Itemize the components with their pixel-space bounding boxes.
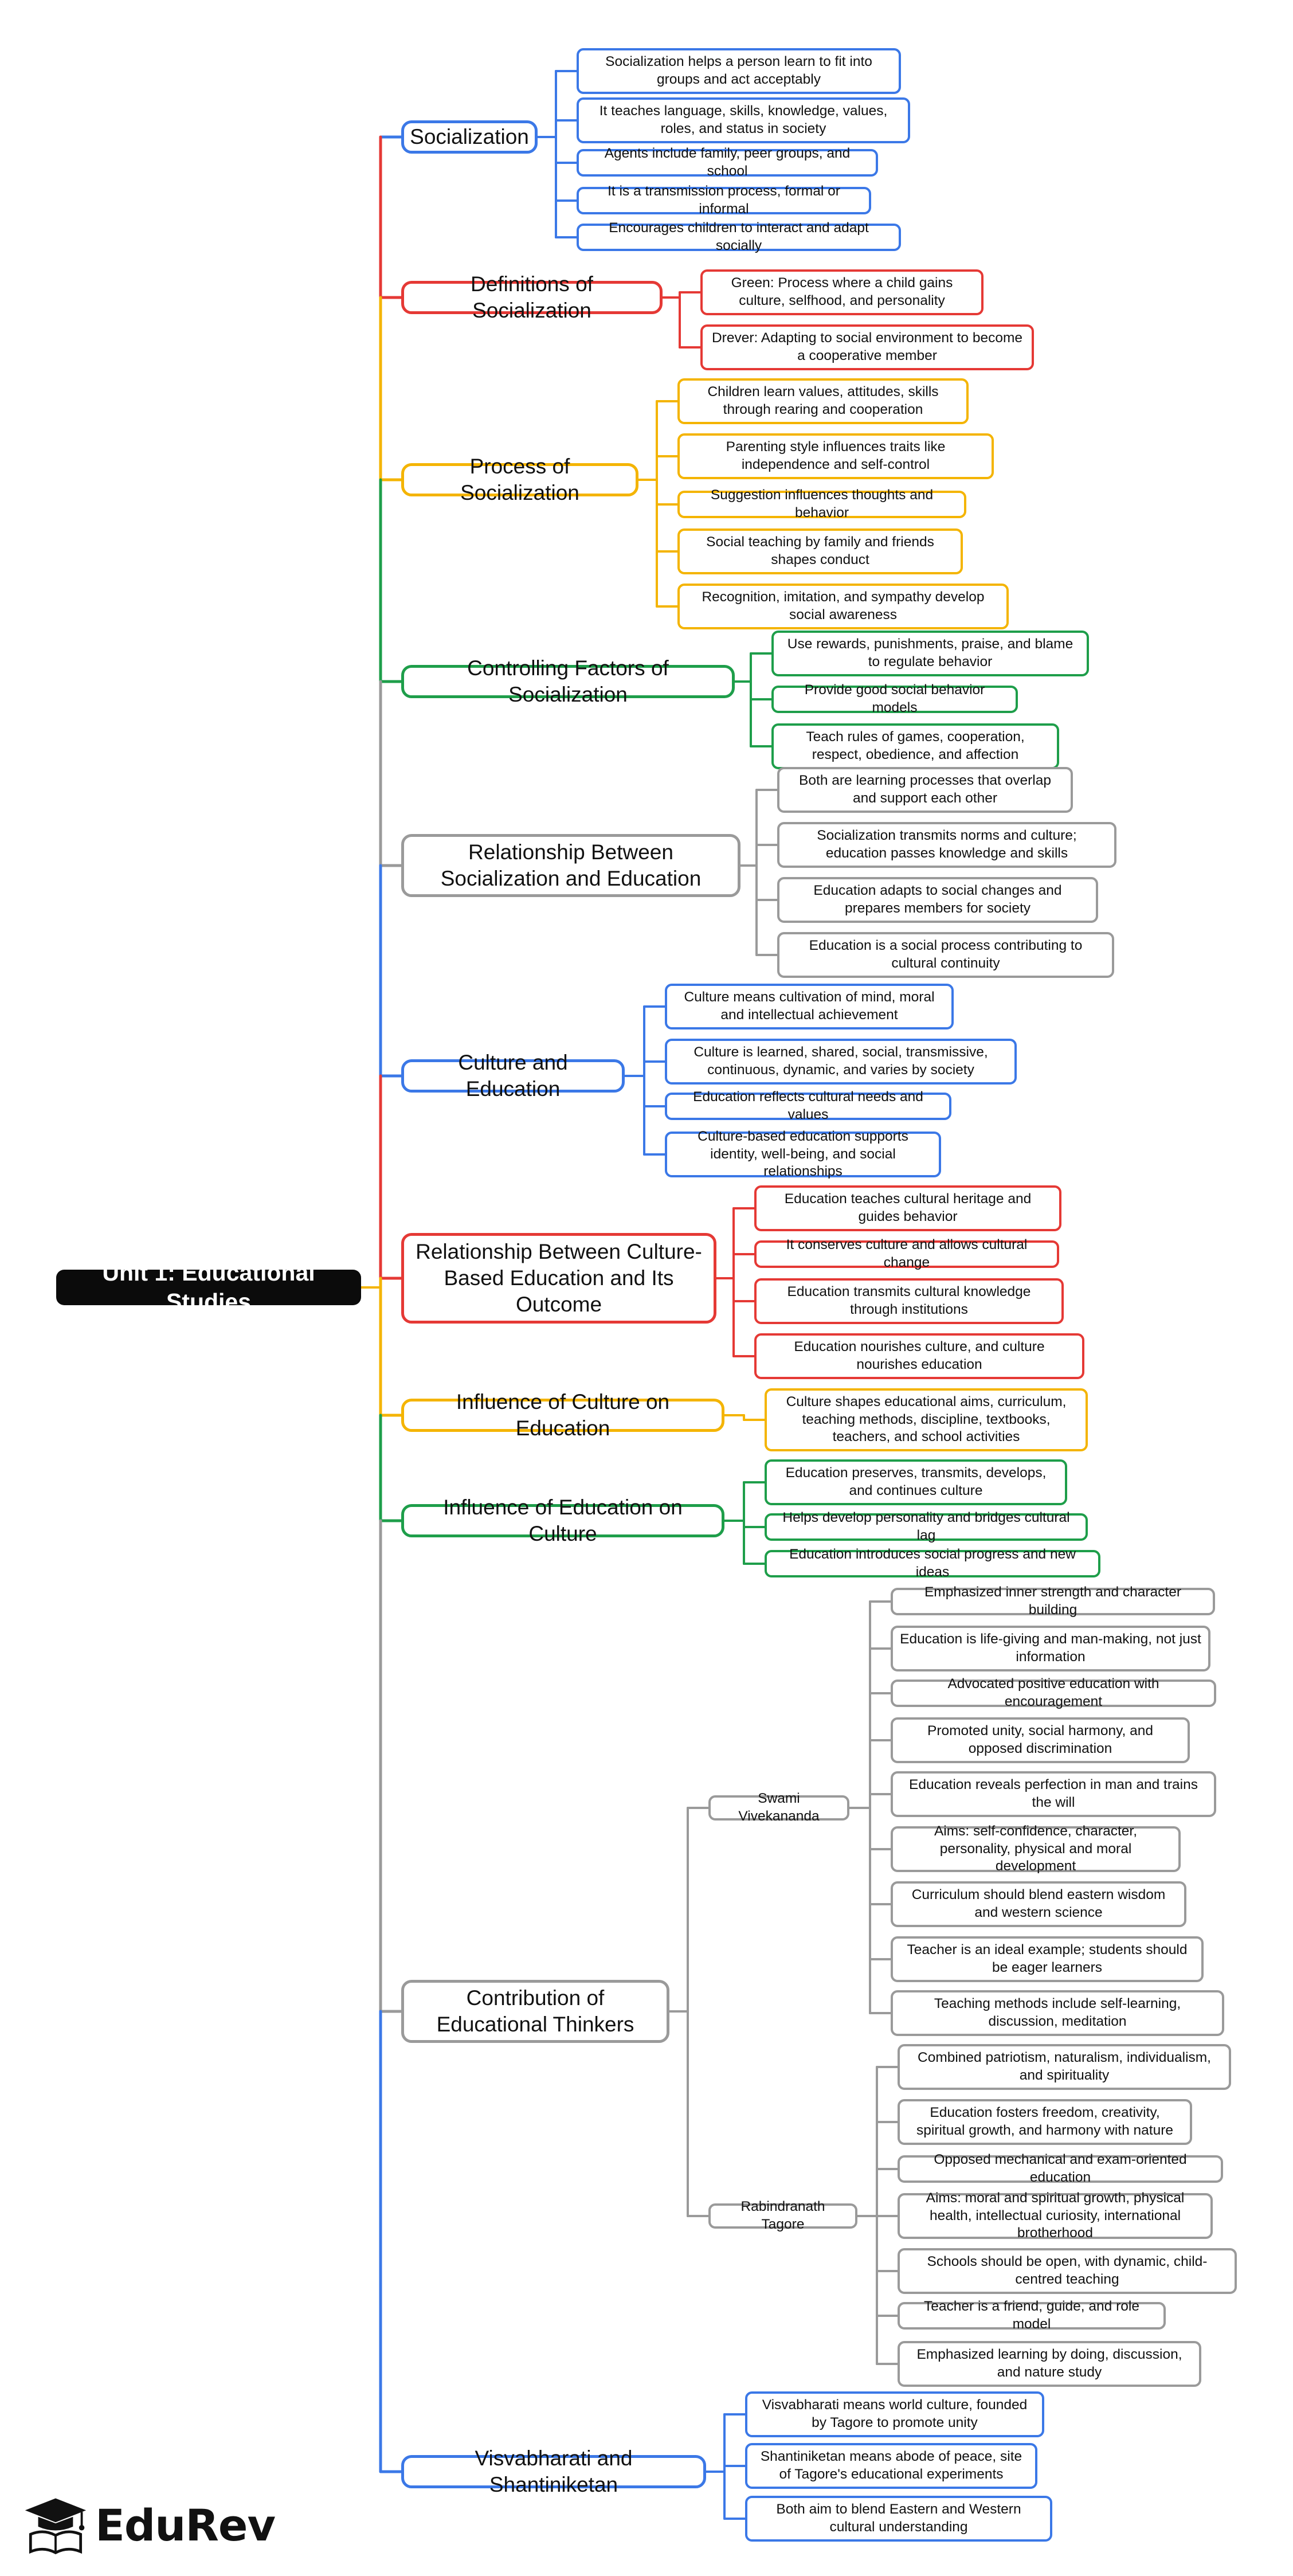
branch-node: Relationship Between Socialization and E…	[401, 834, 740, 897]
thinker-point-item: Combined patriotism, naturalism, individ…	[898, 2044, 1231, 2090]
branch-point-item: Teach rules of games, cooperation, respe…	[771, 723, 1059, 769]
branch-point-item: Culture-based education supports identit…	[665, 1129, 941, 1179]
branch-point-item: Both are learning processes that overlap…	[777, 767, 1073, 813]
branch-point-item: Both aim to blend Eastern and Western cu…	[745, 2496, 1052, 2542]
edurev-logo: EduRev	[23, 2493, 276, 2557]
graduation-cap-book-icon	[25, 2498, 87, 2555]
branch-point-item: Suggestion influences thoughts and behav…	[677, 487, 966, 520]
branch-node: Process of Socialization	[401, 455, 638, 504]
branch-point-item: It is a transmission process, formal or …	[577, 183, 871, 217]
thinker-point-item: Advocated positive education with encour…	[891, 1676, 1216, 1709]
thinker-point-item: Education fosters freedom, creativity, s…	[898, 2099, 1192, 2145]
thinker-node: Rabindranath Tagore	[708, 2199, 857, 2232]
thinker-point-item: Education is life-giving and man-making,…	[891, 1626, 1210, 1671]
branch-point-item: Social teaching by family and friends sh…	[677, 528, 963, 574]
thinker-point-item: Opposed mechanical and exam-oriented edu…	[898, 2152, 1223, 2185]
thinker-point-item: Teacher is a friend, guide, and role mod…	[898, 2299, 1166, 2332]
branch-node: Definitions of Socialization	[401, 272, 663, 322]
thinker-point-item: Curriculum should blend eastern wisdom a…	[891, 1881, 1186, 1927]
branch-node: Relationship Between Culture-Based Educa…	[401, 1233, 716, 1324]
thinker-point-item: Aims: moral and spiritual growth, physic…	[898, 2190, 1213, 2241]
branch-point-item: Socialization transmits norms and cultur…	[777, 822, 1116, 868]
thinker-point-item: Schools should be open, with dynamic, ch…	[898, 2248, 1237, 2294]
branch-point-item: Provide good social behavior models	[771, 682, 1018, 715]
branch-point-item: Agents include family, peer groups, and …	[577, 146, 878, 179]
branch-point-item: Education nourishes culture, and culture…	[754, 1333, 1084, 1379]
branch-point-item: Drever: Adapting to social environment t…	[700, 324, 1034, 370]
branch-point-item: Visvabharati means world culture, founde…	[745, 2391, 1044, 2437]
branch-point-item: Education introduces social progress and…	[765, 1547, 1100, 1580]
branch-node: Influence of Culture on Education	[401, 1390, 724, 1440]
branch-point-item: Education reflects cultural needs and va…	[665, 1089, 951, 1122]
thinker-point-item: Education reveals perfection in man and …	[891, 1771, 1216, 1817]
branch-point-item: Culture is learned, shared, social, tran…	[665, 1039, 1017, 1085]
branch-point-item: Green: Process where a child gains cultu…	[700, 269, 984, 315]
thinker-point-item: Teaching methods include self-learning, …	[891, 1990, 1224, 2036]
branch-point-item: Socialization helps a person learn to fi…	[577, 48, 901, 94]
thinker-point-item: Emphasized learning by doing, discussion…	[898, 2341, 1201, 2387]
thinker-point-item: Aims: self-confidence, character, person…	[891, 1823, 1181, 1874]
branch-point-item: Use rewards, punishments, praise, and bl…	[771, 631, 1089, 676]
branch-node: Controlling Factors of Socialization	[401, 656, 735, 706]
branch-point-item: Shantiniketan means abode of peace, site…	[745, 2443, 1037, 2489]
branch-node: Culture and Education	[401, 1051, 625, 1101]
thinker-point-item: Teacher is an ideal example; students sh…	[891, 1936, 1204, 1982]
thinker-point-item: Emphasized inner strength and character …	[891, 1584, 1215, 1618]
thinker-node: Swami Vivekananda	[708, 1791, 849, 1824]
branch-point-item: Education is a social process contributi…	[777, 932, 1114, 978]
root-node: Unit 1: Educational Studies	[56, 1259, 361, 1315]
branch-point-item: Culture shapes educational aims, curricu…	[765, 1388, 1088, 1451]
branch-point-item: Children learn values, attitudes, skills…	[677, 378, 969, 424]
branch-point-item: Encourages children to interact and adap…	[577, 220, 901, 253]
branch-point-item: It conserves culture and allows cultural…	[754, 1237, 1059, 1270]
branch-point-item: Helps develop personality and bridges cu…	[765, 1510, 1088, 1543]
brand-name: EduRev	[95, 2499, 276, 2551]
branch-point-item: Parenting style influences traits like i…	[677, 433, 994, 479]
branch-node: Contribution of Educational Thinkers	[401, 1980, 669, 2043]
branch-point-item: Education teaches cultural heritage and …	[754, 1185, 1061, 1231]
branch-point-item: Education transmits cultural knowledge t…	[754, 1278, 1064, 1324]
branch-node: Socialization	[401, 120, 538, 154]
branch-point-item: Education adapts to social changes and p…	[777, 877, 1098, 923]
branch-node: Influence of Education on Culture	[401, 1496, 724, 1545]
branch-point-item: It teaches language, skills, knowledge, …	[577, 97, 910, 143]
branch-node: Visvabharati and Shantiniketan	[401, 2446, 706, 2496]
thinker-point-item: Promoted unity, social harmony, and oppo…	[891, 1717, 1190, 1763]
branch-point-item: Education preserves, transmits, develops…	[765, 1459, 1067, 1505]
branch-point-item: Recognition, imitation, and sympathy dev…	[677, 584, 1009, 629]
branch-point-item: Culture means cultivation of mind, moral…	[665, 984, 954, 1029]
